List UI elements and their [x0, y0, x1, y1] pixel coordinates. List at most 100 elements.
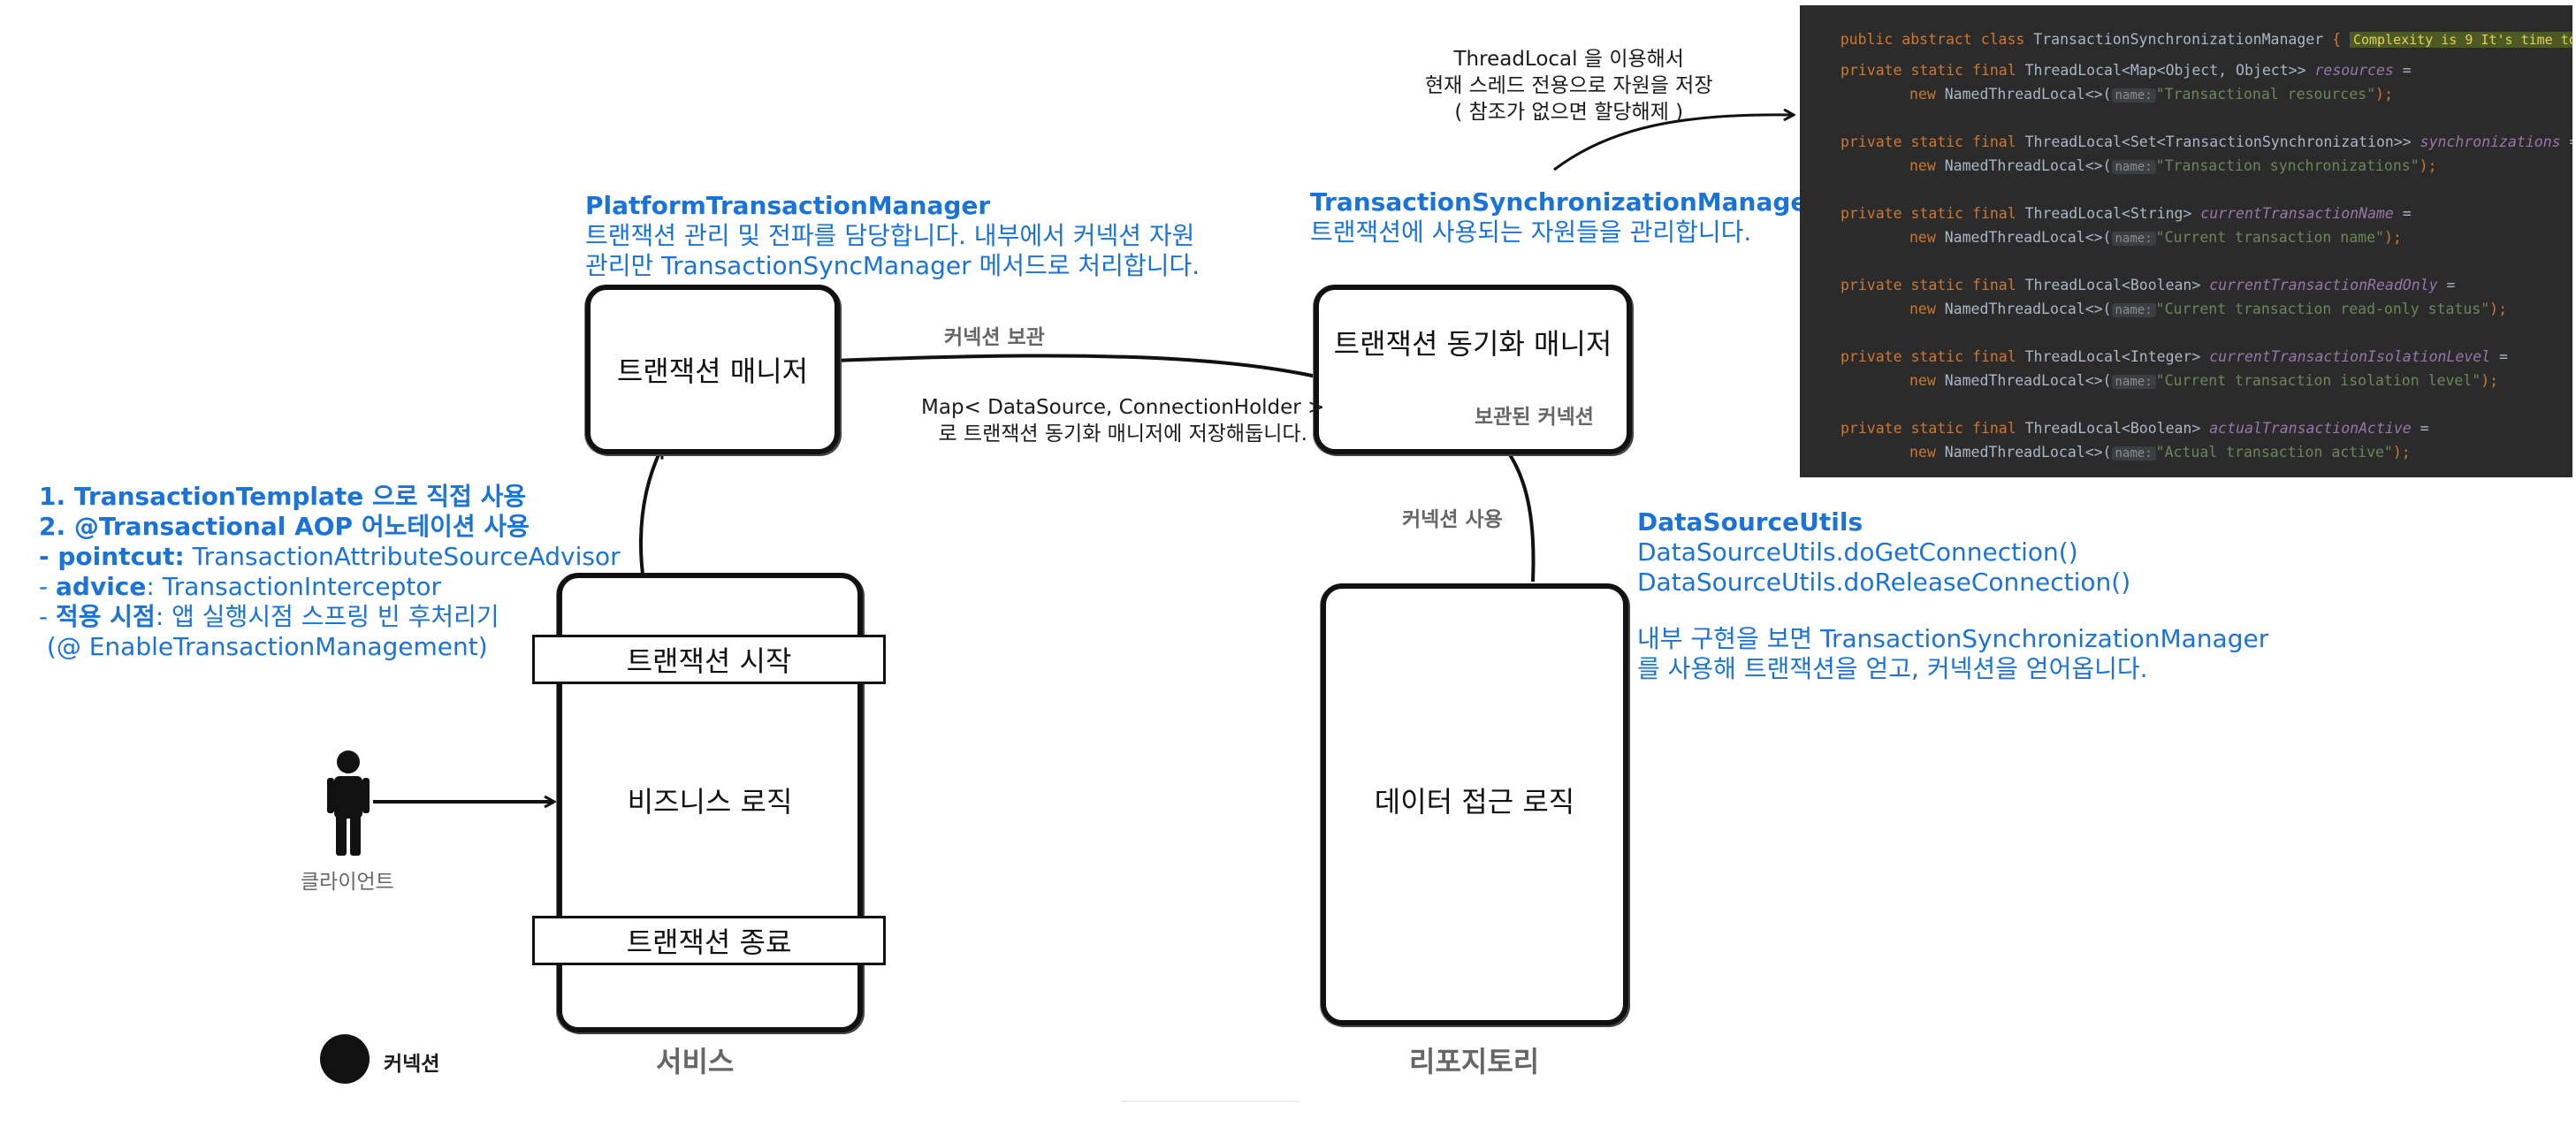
code-field-initializer: new NamedThreadLocal<>(name:"Current tra…: [1909, 229, 2402, 246]
code-new-keyword: new: [1909, 229, 1936, 246]
code-string-value: "Current transaction isolation level": [2155, 372, 2481, 389]
code-modifiers: private static final: [1841, 420, 2016, 437]
map-note: Map< DataSource, ConnectionHolder > 로 트랜…: [921, 394, 1324, 447]
code-constructor: NamedThreadLocal<>(: [1935, 229, 2112, 246]
code-screenshot-panel: public abstract class TransactionSynchro…: [1800, 5, 2572, 477]
code-modifiers: private static final: [1841, 205, 2016, 222]
store-connection-label: 커넥션 보관: [944, 326, 1045, 349]
complexity-warning: Complexity is 9 It's time to do somethin…: [2349, 32, 2572, 48]
threadlocal-note-line-1: ThreadLocal 을 이용해서: [1453, 48, 1684, 71]
code-close: );: [2375, 86, 2393, 103]
code-constructor: NamedThreadLocal<>(: [1935, 444, 2112, 461]
timing-value: : 앱 실행시점 스프링 빈 후처리기: [155, 602, 499, 631]
service-label: 서비스: [656, 1045, 735, 1078]
code-modifiers: private static final: [1841, 277, 2016, 293]
dsu-desc-2: 를 사용해 트랜잭션을 얻고, 커넥션을 얻어옵니다.: [1637, 654, 2148, 683]
dsu-line-1: DataSourceUtils.doGetConnection(): [1637, 537, 2078, 567]
code-close: );: [2392, 444, 2411, 461]
dsu-title: DataSourceUtils: [1637, 507, 1863, 537]
usage-pointcut: - pointcut: TransactionAttributeSourceAd…: [39, 542, 621, 572]
code-new-keyword: new: [1909, 301, 1936, 317]
tsm-title: TransactionSynchronizationManager: [1310, 187, 1820, 217]
code-field-initializer: new NamedThreadLocal<>(name:"Current tra…: [1909, 301, 2507, 317]
code-class-name: TransactionSynchronizationManager: [2024, 31, 2333, 48]
code-close: );: [2419, 157, 2437, 174]
code-field-name: actualTransactionActive: [2209, 420, 2412, 437]
code-field-initializer: new NamedThreadLocal<>(name:"Transaction…: [1909, 86, 2393, 103]
code-string-value: "Transactional resources": [2155, 86, 2376, 103]
transaction-manager-label: 트랜잭션 매니저: [616, 354, 809, 388]
map-note-line-1: Map< DataSource, ConnectionHolder >: [921, 396, 1325, 419]
code-modifiers: private static final: [1841, 133, 2016, 150]
code-field-initializer: new NamedThreadLocal<>(name:"Current tra…: [1909, 372, 2498, 389]
timing-key: 적용 시점: [56, 602, 156, 631]
code-constructor: NamedThreadLocal<>(: [1935, 86, 2112, 103]
tsm-note: TransactionSynchronizationManager 트랜잭션에 …: [1310, 187, 1819, 248]
advice-key: advice: [56, 572, 147, 601]
legend-label: 커넥션: [384, 1053, 440, 1076]
code-field-name: currentTransactionReadOnly: [2209, 277, 2438, 293]
usage-line-2: 2. @Transactional AOP 어노테이션 사용: [39, 512, 530, 541]
code-param-hint: name:: [2111, 160, 2156, 174]
code-header-keyword: public abstract class: [1840, 31, 2025, 48]
ptm-title: PlatformTransactionManager: [585, 191, 991, 220]
pointcut-value: TransactionAttributeSourceAdvisor: [184, 542, 621, 571]
usage-line-1: 1. TransactionTemplate 으로 직접 사용: [39, 482, 527, 511]
ptm-note: PlatformTransactionManager 트랜잭션 관리 및 전파를…: [585, 191, 1200, 281]
code-close: );: [2489, 301, 2508, 317]
legend-connection-dot: [320, 1034, 370, 1084]
code-field-type: ThreadLocal<Map<Object, Object>>: [2016, 62, 2315, 79]
client-person-icon: [327, 750, 370, 856]
sync-manager-box: [1314, 285, 1632, 454]
code-param-hint: name:: [2111, 375, 2156, 389]
code-param-hint: name:: [2111, 446, 2156, 461]
dsu-note: DataSourceUtils DataSourceUtils.doGetCon…: [1637, 507, 2268, 684]
code-field-declaration: private static final ThreadLocal<String>…: [1841, 205, 2412, 222]
threadlocal-arrow: [1553, 115, 1793, 171]
client-label: 클라이언트: [301, 871, 394, 894]
usage-timing: - 적용 시점: 앱 실행시점 스프링 빈 후처리기: [39, 602, 499, 631]
dsu-desc-1: 내부 구현을 보면 TransactionSynchronizationMana…: [1637, 624, 2269, 653]
code-string-value: "Current transaction read-only status": [2155, 301, 2490, 317]
code-modifiers: private static final: [1841, 62, 2016, 79]
code-field-initializer: new NamedThreadLocal<>(name:"Transaction…: [1909, 157, 2437, 174]
code-param-hint: name:: [2111, 232, 2156, 246]
repository-box: [1321, 583, 1628, 1025]
code-new-keyword: new: [1909, 372, 1936, 389]
stored-connection-label: 보관된 커넥션: [1475, 406, 1594, 429]
pointcut-key: - pointcut:: [39, 542, 185, 571]
code-field-declaration: private static final ThreadLocal<Set<Tra…: [1841, 133, 2572, 150]
usage-timing-sub: (@ EnableTransactionManagement): [39, 632, 488, 661]
threadlocal-note-line-3: ( 참조가 없으면 할당해제 ): [1454, 101, 1684, 124]
usage-advice: - advice: TransactionInterceptor: [39, 572, 442, 601]
code-new-keyword: new: [1909, 444, 1936, 461]
code-param-hint: name:: [2111, 303, 2156, 317]
code-new-keyword: new: [1909, 86, 1936, 103]
code-string-value: "Actual transaction active": [2155, 444, 2393, 461]
code-string-value: "Transaction synchronizations": [2155, 157, 2420, 174]
code-field-type: ThreadLocal<Integer>: [2016, 348, 2210, 365]
code-field-type: ThreadLocal<Set<TransactionSynchronizati…: [2016, 133, 2420, 150]
business-logic-label: 비즈니스 로직: [627, 785, 793, 819]
transaction-end-bar: 트랜잭션 종료: [532, 916, 886, 965]
transaction-start-bar: 트랜잭션 시작: [532, 635, 886, 684]
transaction-manager-box: [585, 285, 840, 454]
tsm-line-1: 트랜잭션에 사용되는 자원들을 관리합니다.: [1310, 217, 1752, 247]
threadlocal-note-line-2: 현재 스레드 전용으로 자원을 저장: [1425, 74, 1713, 97]
code-field-type: ThreadLocal<Boolean>: [2016, 277, 2210, 293]
usage-note: 1. TransactionTemplate 으로 직접 사용 2. @Tran…: [39, 482, 621, 662]
advice-value: : TransactionInterceptor: [146, 572, 442, 601]
code-close: );: [2481, 372, 2499, 389]
code-field-initializer: new NamedThreadLocal<>(name:"Actual tran…: [1909, 444, 2411, 461]
code-close: );: [2383, 229, 2402, 246]
code-header: public abstract class TransactionSynchro…: [1805, 14, 2572, 65]
code-field-declaration: private static final ThreadLocal<Map<Obj…: [1841, 62, 2412, 79]
code-field-declaration: private static final ThreadLocal<Boolean…: [1841, 277, 2456, 293]
code-constructor: NamedThreadLocal<>(: [1935, 157, 2112, 174]
code-field-declaration: private static final ThreadLocal<Integer…: [1841, 348, 2508, 365]
code-modifiers: private static final: [1841, 348, 2016, 365]
code-field-name: synchronizations: [2420, 133, 2561, 150]
dsu-line-2: DataSourceUtils.doReleaseConnection(): [1637, 568, 2131, 597]
ptm-line-1: 트랜잭션 관리 및 전파를 담당합니다. 내부에서 커넥션 자원: [585, 221, 1195, 250]
code-field-type: ThreadLocal<String>: [2016, 205, 2201, 222]
